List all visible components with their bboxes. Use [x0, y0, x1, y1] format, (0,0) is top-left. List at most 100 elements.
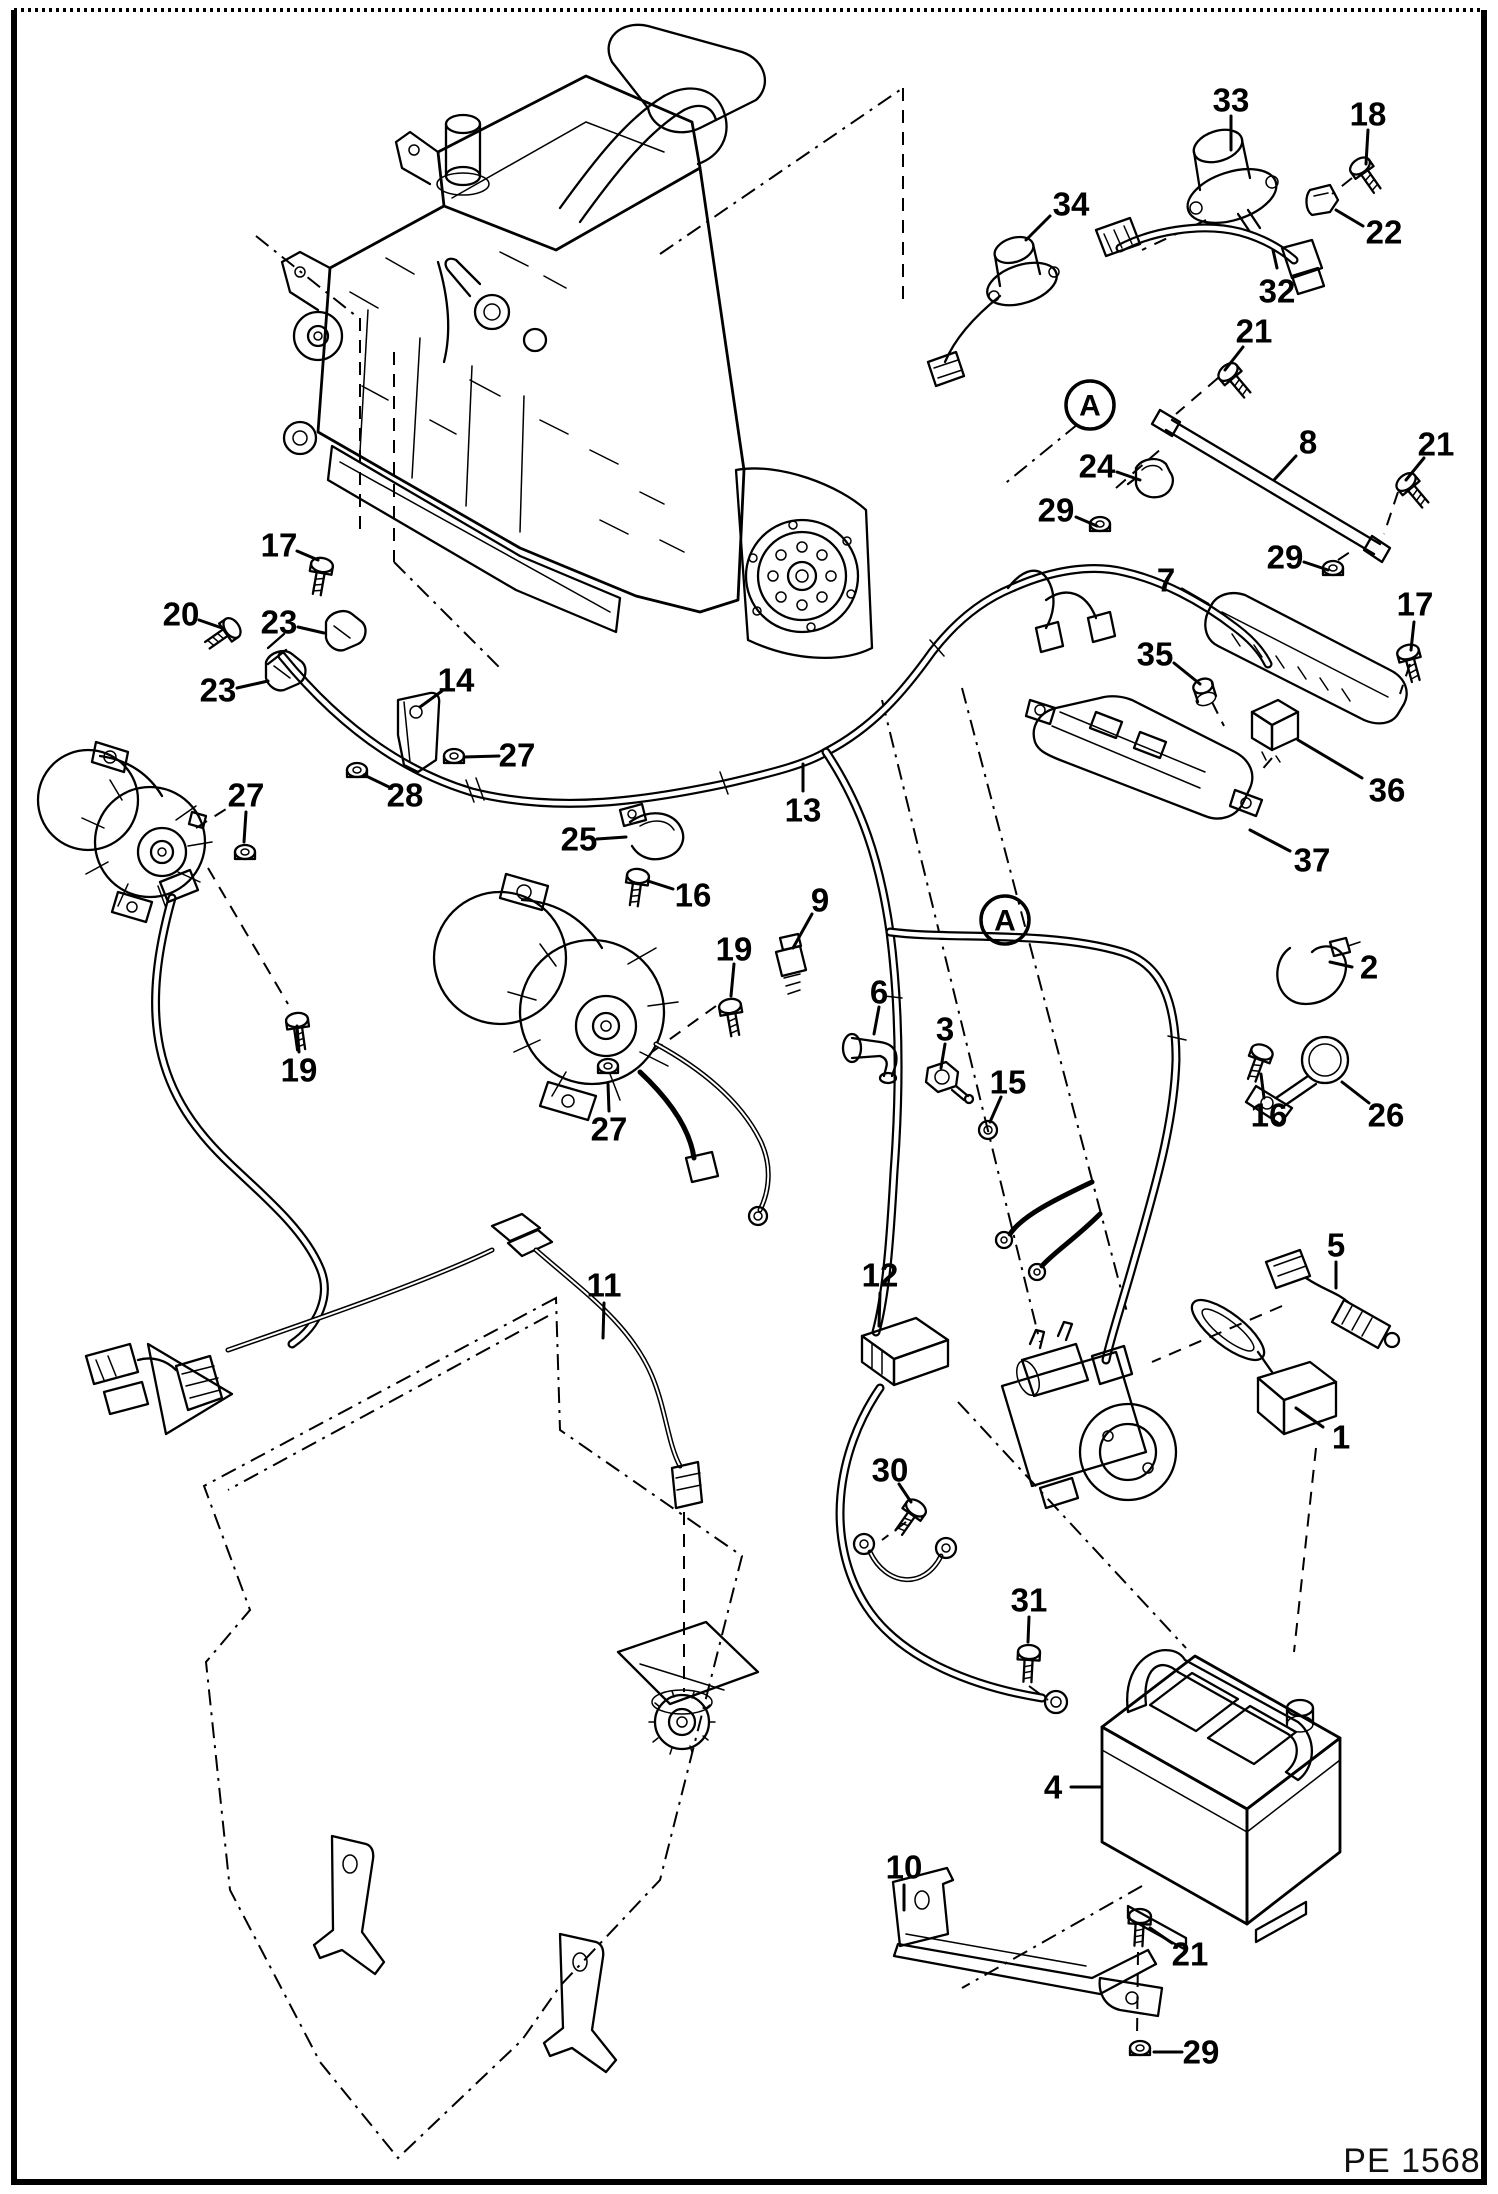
- callout-23: 23: [200, 672, 237, 709]
- callout-leader-35: [1172, 661, 1202, 686]
- callout-leader-19: [729, 962, 736, 998]
- callout-leader-6: [872, 1005, 881, 1036]
- callout-leader-16: [1259, 1072, 1266, 1100]
- sensor-5: [1264, 1248, 1401, 1350]
- callout-33: 33: [1213, 82, 1250, 119]
- plug-1: [1190, 1298, 1338, 1436]
- callout-24: 24: [1079, 448, 1116, 485]
- callout-leader-22: [1334, 208, 1365, 228]
- callout-leader-31: [1026, 1615, 1031, 1644]
- callout-26: 26: [1368, 1097, 1405, 1134]
- callout-leader-1: [1294, 1406, 1325, 1429]
- callout-9: 9: [811, 882, 829, 919]
- callout-29: 29: [1038, 492, 1075, 529]
- svg-text:A: A: [994, 905, 1016, 938]
- callout-leader-15: [988, 1095, 1003, 1124]
- detail-marker-A: A: [1064, 379, 1116, 431]
- sensor-9: [774, 932, 808, 995]
- ground-strap: [852, 1532, 958, 1583]
- elbow-fitting-6: [841, 1032, 898, 1085]
- callout-29: 29: [1267, 539, 1304, 576]
- callout-leader-21: [1404, 456, 1426, 482]
- callout-leader-27: [242, 810, 248, 844]
- coil-34: [926, 235, 1060, 388]
- callout-leader-21: [1148, 1926, 1174, 1945]
- callout-17: 17: [261, 527, 298, 564]
- callout-37: 37: [1294, 842, 1331, 879]
- alternator-left: [36, 740, 213, 924]
- callout-28: 28: [387, 777, 424, 814]
- svg-text:A: A: [1079, 390, 1101, 423]
- callout-leader-27: [606, 1082, 611, 1113]
- callout-leader-23: [235, 679, 270, 690]
- rod-32: [1094, 216, 1326, 296]
- callout-leader-12: [877, 1291, 882, 1328]
- engine-illustration: [280, 23, 874, 660]
- battery-tray-10: [891, 1866, 1164, 2018]
- callout-17: 17: [1397, 586, 1434, 623]
- callout-leader-19: [295, 1024, 301, 1054]
- callout-leader-25: [595, 835, 628, 841]
- callout-leader-3: [939, 1042, 947, 1070]
- tank-bracket-left: [312, 1834, 386, 1976]
- callout-leader-27: [462, 754, 501, 759]
- washer-15: [977, 1119, 999, 1141]
- callout-22: 22: [1366, 214, 1403, 251]
- callout-15: 15: [990, 1064, 1027, 1101]
- plug-35: [1192, 677, 1218, 707]
- callout-2: 2: [1360, 949, 1378, 986]
- callout-leader-28: [362, 773, 391, 789]
- detail-marker-A: A: [979, 894, 1031, 946]
- callout-10: 10: [886, 1849, 923, 1886]
- callout-19: 19: [281, 1052, 318, 1089]
- clamp-23-upper: [324, 610, 367, 652]
- callout-35: 35: [1137, 636, 1174, 673]
- harness-connector-cluster: [84, 1342, 234, 1436]
- callout-36: 36: [1369, 772, 1406, 809]
- callout-leader-20: [197, 618, 224, 630]
- controller-37: [1024, 695, 1264, 820]
- callout-34: 34: [1053, 186, 1090, 223]
- callout-25: 25: [561, 821, 598, 858]
- callout-leader-17: [295, 549, 320, 562]
- callout-14: 14: [438, 662, 475, 699]
- callout-leader-16: [646, 879, 675, 891]
- callout-leader-32: [1271, 248, 1279, 270]
- clamp-22: [1305, 183, 1340, 217]
- figure-code: PE 1568: [1343, 2142, 1480, 2180]
- callout-30: 30: [872, 1452, 909, 1489]
- starter-motor: [1000, 1320, 1178, 1510]
- cable-11: [225, 1212, 704, 1510]
- solenoid-33: [1186, 128, 1279, 234]
- callout-leader-18: [1364, 128, 1370, 166]
- callout-12: 12: [862, 1257, 899, 1294]
- callout-21: 21: [1236, 313, 1273, 350]
- rod-8: [1150, 408, 1392, 564]
- callout-1: 1: [1332, 1419, 1350, 1456]
- callout-27: 27: [499, 737, 536, 774]
- callout-leader-29: [1074, 515, 1099, 528]
- callout-leader-11: [601, 1301, 606, 1340]
- callout-leader-29: [1302, 560, 1330, 572]
- cable-tie-2: [1276, 936, 1361, 1006]
- callout-leader-34: [1024, 214, 1052, 242]
- fuel-sender: [616, 1620, 760, 1755]
- callout-leader-14: [418, 689, 444, 709]
- callout-20: 20: [163, 596, 200, 633]
- cover-7: [1204, 591, 1408, 725]
- callout-leader-8: [1272, 454, 1298, 482]
- battery: [1100, 1649, 1342, 1952]
- sensor-3: [924, 1060, 975, 1105]
- callout-leader-24: [1115, 470, 1142, 482]
- callout-leader-26: [1340, 1080, 1371, 1105]
- clamp-23-lower: [264, 650, 307, 692]
- callout-5: 5: [1327, 1227, 1345, 1264]
- callout-leader-2: [1328, 960, 1354, 969]
- callout-11: 11: [587, 1267, 622, 1304]
- callout-16: 16: [1251, 1097, 1288, 1134]
- callout-leader-9: [791, 912, 814, 950]
- callout-32: 32: [1259, 273, 1296, 310]
- callout-leader-30: [897, 1482, 913, 1504]
